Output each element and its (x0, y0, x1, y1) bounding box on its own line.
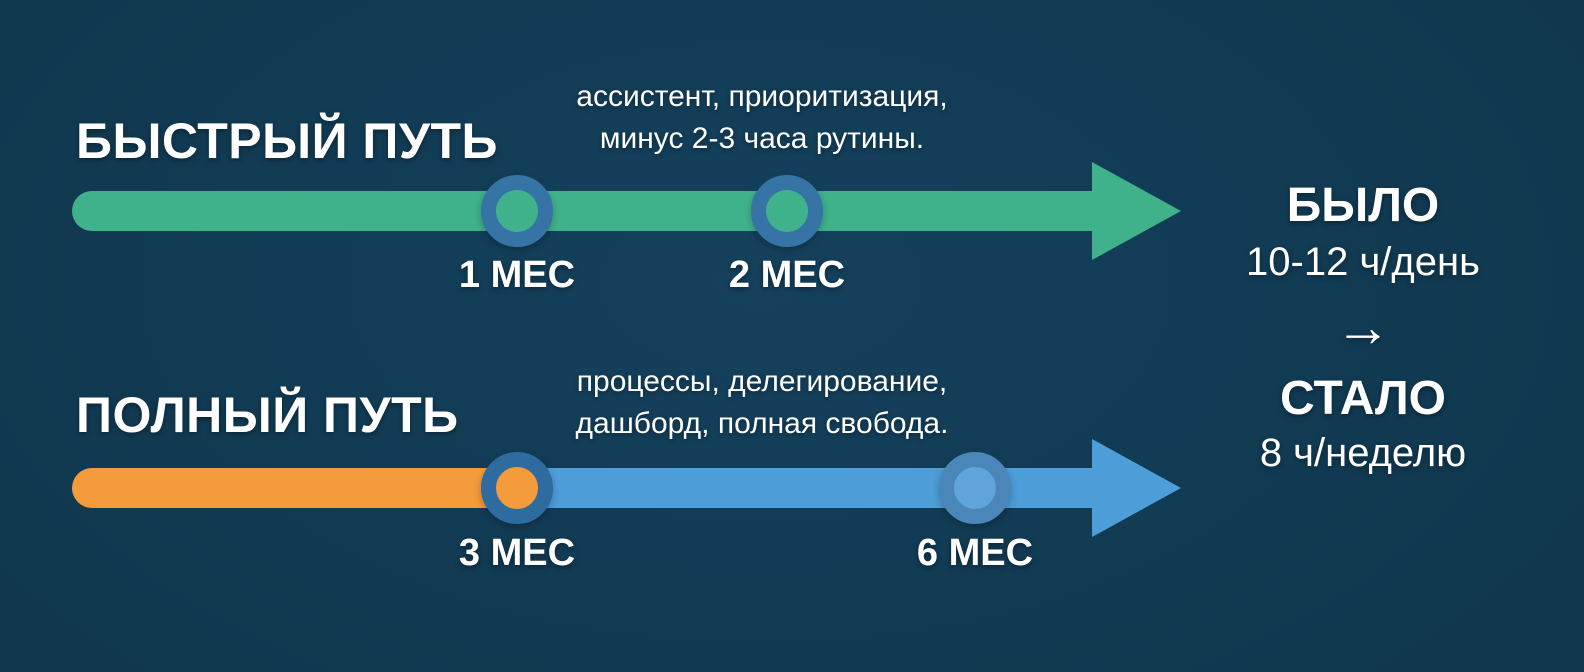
after-label: СТАЛО (1279, 372, 1447, 425)
fast-path-arrowhead-icon (1092, 162, 1181, 260)
full-path-arrowhead-icon (1092, 439, 1181, 537)
annotation-line: минус 2-3 часа рутины. (599, 122, 925, 155)
after-value: 8 ч/неделю (1259, 431, 1467, 475)
milestone-marker-6-mes (939, 452, 1011, 524)
milestone-marker-3-mes (481, 452, 553, 524)
annotation-line: процессы, делегирование, (576, 365, 948, 398)
before-label: БЫЛО (1286, 179, 1440, 232)
fast-path-bar (72, 191, 1093, 231)
full-path-annotation: процессы, делегирование, дашборд, полная… (482, 361, 1042, 445)
milestone-marker-1-mes (481, 175, 553, 247)
milestone-label-6-mes: 6 МЕС (916, 532, 1034, 574)
before-value: 10-12 ч/день (1246, 240, 1480, 284)
fast-path-annotation: ассистент, приоритизация, минус 2-3 часа… (482, 76, 1042, 160)
full-path-bar-orange (72, 468, 532, 508)
full-path-title: ПОЛНЫЙ ПУТЬ (76, 387, 459, 443)
milestone-label-3-mes: 3 МЕС (458, 532, 576, 574)
transition-arrow-icon: → (1335, 295, 1391, 358)
milestone-label-2-mes: 2 МЕС (728, 254, 846, 296)
milestone-marker-2-mes (751, 175, 823, 247)
fast-path-title: БЫСТРЫЙ ПУТЬ (76, 113, 498, 169)
annotation-line: ассистент, приоритизация, (576, 80, 948, 113)
milestone-label-1-mes: 1 МЕС (458, 254, 576, 296)
annotation-line: дашборд, полная свобода. (575, 407, 949, 440)
result-panel: БЫЛО 10-12 ч/день → СТАЛО 8 ч/неделю (1180, 178, 1546, 478)
